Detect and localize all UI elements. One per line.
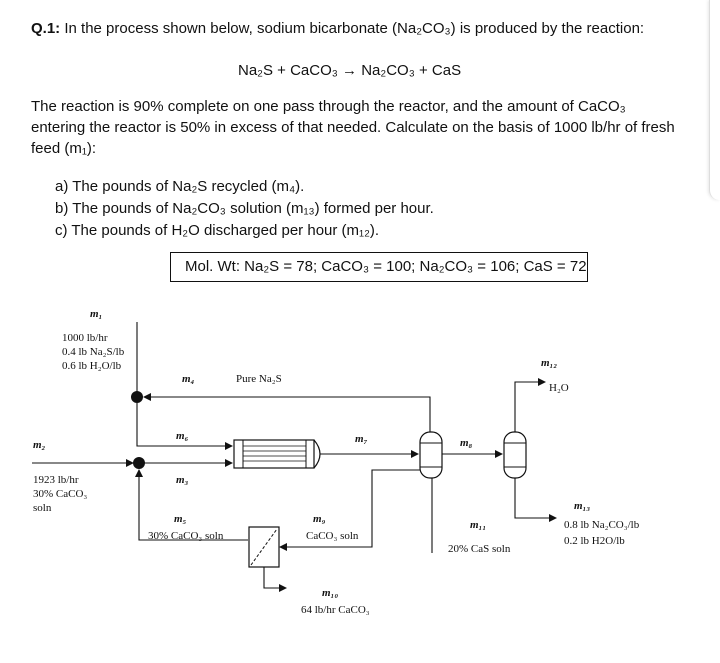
separator-1 (419, 431, 443, 479)
mixer-1 (131, 391, 143, 403)
label-m3: m₃ (176, 474, 189, 486)
filter (248, 526, 280, 568)
separator-2 (503, 431, 527, 479)
part-b: b) The pounds of Na₂CO₃ solution (m₁₃) f… (55, 200, 434, 217)
problem-paragraph: The reaction is 90% complete on one pass… (31, 98, 675, 157)
label-m6: m₆ (176, 430, 189, 442)
label-m10: m₁₀ (322, 587, 338, 599)
part-a: a) The pounds of Na₂S recycled (m₄). (55, 178, 305, 195)
label-m1-comp1: 0.4 lb Na₂S/lb (62, 346, 125, 358)
label-m1-rate: 1000 lb/hr (62, 332, 108, 344)
label-m2-soln: soln (33, 502, 52, 514)
label-m13-comp2: 0.2 lb H2O/lb (564, 535, 625, 547)
label-m2: m₂ (33, 439, 46, 451)
label-m13-comp1: 0.8 lb Na₂CO₃/lb (564, 519, 640, 531)
label-m12: m₁₂ (541, 357, 557, 369)
process-flow-diagram: m₁ 1000 lb/hr 0.4 lb Na₂S/lb 0.6 lb H₂O/… (32, 308, 640, 616)
label-m2-rate: 1923 lb/hr (33, 474, 79, 486)
stream-m6-line (136, 403, 233, 450)
mixer-2 (133, 457, 145, 469)
stream-m12-line (514, 378, 546, 432)
label-m10-desc: 64 lb/hr CaCO₃ (301, 604, 370, 616)
label-m11: m₁₁ (470, 519, 486, 531)
scrollbar-edge[interactable] (709, 0, 720, 200)
label-m1: m₁ (90, 308, 102, 320)
label-m4: m₄ (182, 373, 195, 385)
molecular-weights-box: Mol. Wt: Na₂S = 78; CaCO₃ = 100; Na₂CO₃ … (170, 252, 588, 282)
part-c: c) The pounds of H₂O discharged per hour… (55, 222, 380, 239)
label-m9: m₉ (313, 513, 326, 525)
question-intro: Q.1: In the process shown below, sodium … (31, 20, 644, 37)
label-m13: m₁₃ (574, 500, 590, 512)
label-m1-comp2: 0.6 lb H₂O/lb (62, 360, 122, 372)
label-m7: m₇ (355, 433, 368, 445)
stream-m5-line (135, 469, 248, 541)
reactor (233, 439, 321, 469)
stream-m10-line (263, 567, 287, 592)
reaction-equation: Na₂S + CaCO₃ → Na₂CO₃ + CaS (238, 62, 462, 79)
label-pure-na2s: Pure Na₂S (236, 373, 282, 385)
stream-m4-line (143, 393, 431, 436)
question-intro-text: In the process shown below, sodium bicar… (64, 20, 645, 37)
label-m2-comp: 30% CaCO₃ (33, 488, 87, 500)
question-parts-list: a) The pounds of Na₂S recycled (m₄). b) … (55, 176, 434, 242)
stream-m9-line (279, 469, 420, 551)
label-m9-desc: CaCO₃ soln (306, 530, 359, 542)
label-m8: m₈ (460, 437, 473, 449)
stream-m13-line (514, 478, 557, 522)
label-m12-desc: H₂O (549, 382, 569, 394)
label-m5: m₅ (174, 513, 187, 525)
label-m5-desc: 30% CaCO₃ soln (148, 530, 224, 542)
label-m11-desc: 20% CaS soln (448, 543, 511, 555)
question-number: Q.1: (31, 20, 61, 37)
